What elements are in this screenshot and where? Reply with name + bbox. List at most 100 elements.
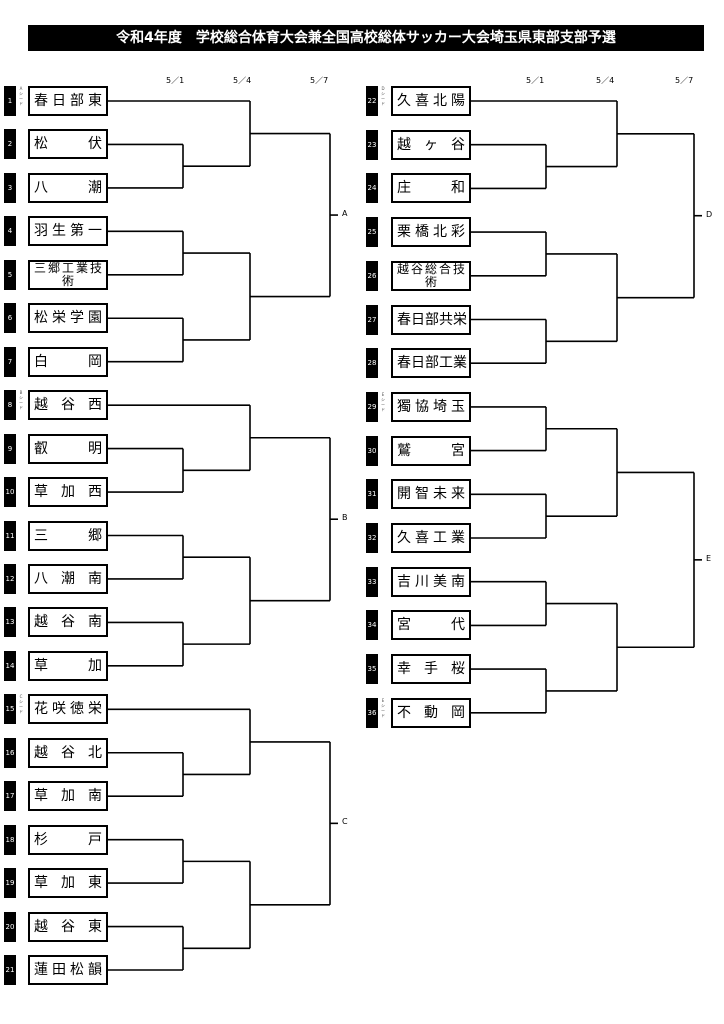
team-name: 松伏: [34, 136, 102, 153]
team-box: 越谷南: [28, 607, 108, 638]
team-name-line1: 三郷工業技: [34, 262, 102, 275]
team-box: 杉戸: [28, 824, 108, 855]
team-name: 幸手桜: [397, 661, 465, 678]
team-name: 花咲徳栄: [34, 701, 102, 718]
team-box: 草加西: [28, 477, 108, 508]
seed-label: Dシード: [381, 86, 385, 106]
team-name: 八潮南: [34, 570, 102, 587]
team-box: 春日部共栄: [391, 304, 471, 335]
team-name-char: 郷: [47, 261, 60, 276]
team-number: 36: [366, 697, 378, 728]
team-name: 春日部工業: [397, 355, 467, 372]
team-name-line2: 術: [61, 274, 74, 289]
team-box: 松栄学園: [28, 303, 108, 334]
team-number: 8: [4, 390, 16, 421]
team-name-char: 技: [89, 261, 102, 276]
team-number: 15: [4, 694, 16, 725]
team-name: 草加西: [34, 484, 102, 501]
team-box: 開智未来: [391, 479, 471, 510]
team-name: 蓮田松韻: [34, 962, 102, 978]
team-number: 23: [366, 129, 378, 160]
team-name: 越谷西: [34, 397, 102, 414]
team-number: 14: [4, 650, 16, 681]
team-box: 久喜北陽: [391, 86, 471, 116]
seed-label: Bシード: [19, 390, 23, 411]
team-name: 三郷: [34, 527, 102, 544]
team-number: 25: [366, 217, 378, 248]
team-name: 越谷北: [34, 744, 102, 761]
team-box: 越谷東: [28, 911, 108, 942]
seed-label: Eシード: [381, 697, 385, 718]
team-box: 松伏: [28, 129, 108, 160]
team-name: 越谷南: [34, 614, 102, 631]
team-box: 草加南: [28, 781, 108, 812]
team-box: 蓮田松韻: [28, 955, 108, 985]
group-label: A: [342, 209, 348, 219]
team-box: 八潮: [28, 172, 108, 203]
team-box: 宮代: [391, 610, 471, 641]
team-number: 5: [4, 259, 16, 290]
team-box: 春日部東: [28, 86, 108, 116]
team-box: 草加東: [28, 868, 108, 899]
team-name-char: 技: [452, 262, 465, 277]
team-number: 22: [366, 86, 378, 116]
date-round1-right: 5／1: [526, 76, 545, 85]
team-box: 花咲徳栄: [28, 694, 108, 725]
team-name: 草加: [34, 657, 102, 674]
team-name-char: 合: [438, 262, 451, 277]
team-number: 11: [4, 520, 16, 551]
date-round3-left: 5／7: [310, 76, 329, 85]
team-name: 不動岡: [397, 704, 465, 721]
group-label: D: [706, 209, 713, 219]
team-name: 獨協埼玉: [397, 398, 465, 415]
team-box: 叡明: [28, 433, 108, 464]
team-name-line1: 越谷総合技: [397, 263, 465, 276]
team-box: 獨協埼玉: [391, 391, 471, 422]
date-round1-left: 5／1: [166, 76, 185, 85]
team-box: 久喜工業: [391, 523, 471, 553]
team-number: 31: [366, 479, 378, 510]
team-name: 開智未来: [397, 486, 465, 503]
team-name: 越谷東: [34, 918, 102, 935]
team-number: 4: [4, 216, 16, 247]
team-name: 草加東: [34, 875, 102, 892]
team-number: 24: [366, 173, 378, 204]
team-name-char: 三: [34, 261, 47, 276]
date-round3-right: 5／7: [675, 76, 694, 85]
team-name: 久喜北陽: [397, 93, 465, 109]
team-name-char: 業: [75, 261, 88, 276]
team-name-line2: 術: [424, 275, 437, 290]
team-box: 春日部工業: [391, 348, 471, 379]
team-name: 春日部東: [34, 93, 102, 109]
group-label: E: [706, 553, 712, 563]
team-box: 鷲宮: [391, 435, 471, 466]
group-label: C: [342, 817, 348, 827]
team-number: 26: [366, 260, 378, 291]
team-number: 18: [4, 824, 16, 855]
team-number: 21: [4, 955, 16, 985]
team-number: 35: [366, 654, 378, 685]
team-box: 幸手桜: [391, 654, 471, 685]
team-name: 越ヶ谷: [397, 136, 465, 153]
team-name: 松栄学園: [34, 310, 102, 327]
date-round2-left: 5／4: [233, 76, 252, 85]
team-name: 宮代: [397, 617, 465, 634]
team-number: 16: [4, 737, 16, 768]
team-number: 9: [4, 433, 16, 464]
team-number: 34: [366, 610, 378, 641]
team-number: 30: [366, 435, 378, 466]
team-name-char: 越: [397, 262, 410, 277]
team-name: 吉川美南: [397, 573, 465, 590]
team-number: 6: [4, 303, 16, 334]
team-name: 叡明: [34, 440, 102, 457]
team-name: 春日部共栄: [397, 311, 467, 328]
team-name-char: 谷: [410, 262, 423, 277]
team-box: 三郷: [28, 520, 108, 551]
seed-label: Cシード: [19, 694, 23, 715]
team-name: 久喜工業: [397, 530, 465, 546]
team-box: 越谷西: [28, 390, 108, 421]
team-box: 草加: [28, 650, 108, 681]
team-number: 20: [4, 911, 16, 942]
team-number: 27: [366, 304, 378, 335]
